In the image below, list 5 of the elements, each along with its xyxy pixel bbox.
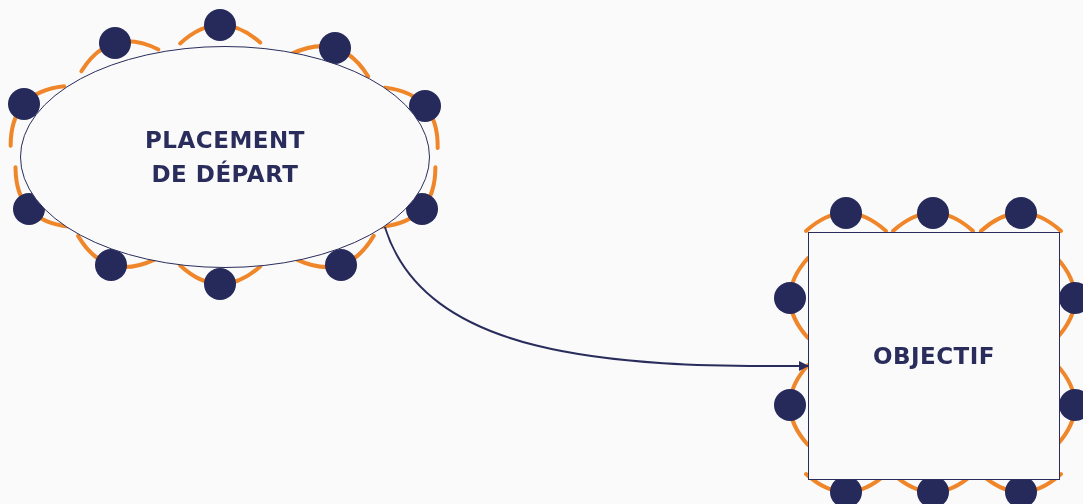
- shape-label: OBJECTIF: [872, 341, 996, 371]
- curved-arrow: [383, 225, 809, 371]
- ellipse-shape: [20, 46, 430, 268]
- shape-label: PLACEMENT DE DÉPART: [144, 125, 306, 189]
- square-shape: [808, 232, 1060, 480]
